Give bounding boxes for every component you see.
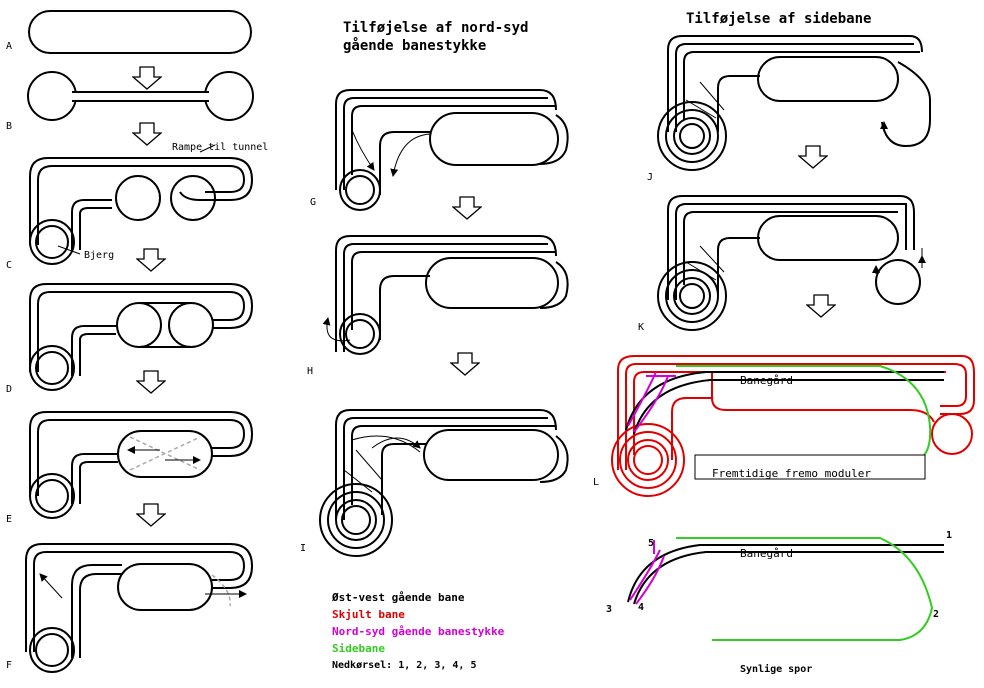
down-arrow-icon <box>452 196 482 220</box>
layout-a <box>28 10 252 54</box>
banegaard-l-label: Banegård <box>740 374 793 387</box>
spor-number-1: 1 <box>946 530 952 541</box>
legend-nord-syd: Nord-syd gående banestykke <box>332 625 505 638</box>
legend: Øst-vest gående bane Skjult bane Nord-sy… <box>331 591 505 671</box>
step-label-l: L <box>593 477 599 488</box>
step-label-e: E <box>6 514 12 525</box>
step-label-a: A <box>6 41 12 52</box>
banegaard-m-label: Banegård <box>740 547 793 560</box>
spor-number-4: 4 <box>638 602 644 613</box>
down-arrow-icon <box>806 294 836 318</box>
spor-numbers: 1 2 3 4 5 <box>606 530 952 620</box>
layout-d <box>29 283 254 391</box>
step-label-c: C <box>6 260 12 271</box>
step-label-h: H <box>307 366 313 377</box>
layout-g <box>335 89 569 211</box>
step-label-b: B <box>6 121 12 132</box>
down-arrow-icon <box>136 370 166 394</box>
step-label-k: K <box>638 322 644 333</box>
step-labels: A B C D E F G H I J K L <box>6 41 653 671</box>
spor-number-3: 3 <box>606 604 612 615</box>
fremo-label: Fremtidige fremo moduler <box>712 467 871 480</box>
down-arrow-icon <box>136 503 166 527</box>
layout-l <box>611 355 975 497</box>
spor-number-2: 2 <box>933 609 939 620</box>
layout-j <box>657 35 931 171</box>
step-label-g: G <box>310 197 316 208</box>
legend-skjult: Skjult bane <box>332 608 405 621</box>
layout-e <box>29 411 254 519</box>
layout-synlige-spor <box>627 537 944 641</box>
layout-b <box>27 71 254 121</box>
step-label-i: I <box>300 543 306 554</box>
legend-sidebane: Sidebane <box>332 642 385 655</box>
legend-oest-vest: Øst-vest gående bane <box>331 591 465 604</box>
synlige-spor-label: Synlige spor <box>740 663 812 675</box>
down-arrow-icon <box>132 122 162 146</box>
layout-h <box>322 235 569 355</box>
layout-f <box>25 543 254 673</box>
step-label-j: J <box>647 172 653 183</box>
down-arrow-icon <box>136 248 166 272</box>
down-arrow-icon <box>132 66 162 90</box>
spor-number-5: 5 <box>648 538 654 549</box>
step-label-f: F <box>6 660 12 671</box>
heading-sidebane: Tilføjelse af sidebane <box>686 11 871 27</box>
legend-nedkorsel: Nedkørsel: 1, 2, 3, 4, 5 <box>332 660 477 671</box>
layout-k <box>657 195 922 331</box>
heading-nord-syd-2: gående banestykke <box>343 37 486 54</box>
down-arrow-icon <box>798 145 828 169</box>
bjerg-label: Bjerg <box>84 250 114 261</box>
rampe-label: Rampe til tunnel <box>172 142 268 153</box>
down-arrow-icon <box>450 352 480 376</box>
step-label-d: D <box>6 384 12 395</box>
fremo-box <box>694 454 926 480</box>
layout-c <box>29 144 254 265</box>
layout-i <box>319 409 569 557</box>
heading-nord-syd-1: Tilføjelse af nord-syd <box>343 20 528 36</box>
